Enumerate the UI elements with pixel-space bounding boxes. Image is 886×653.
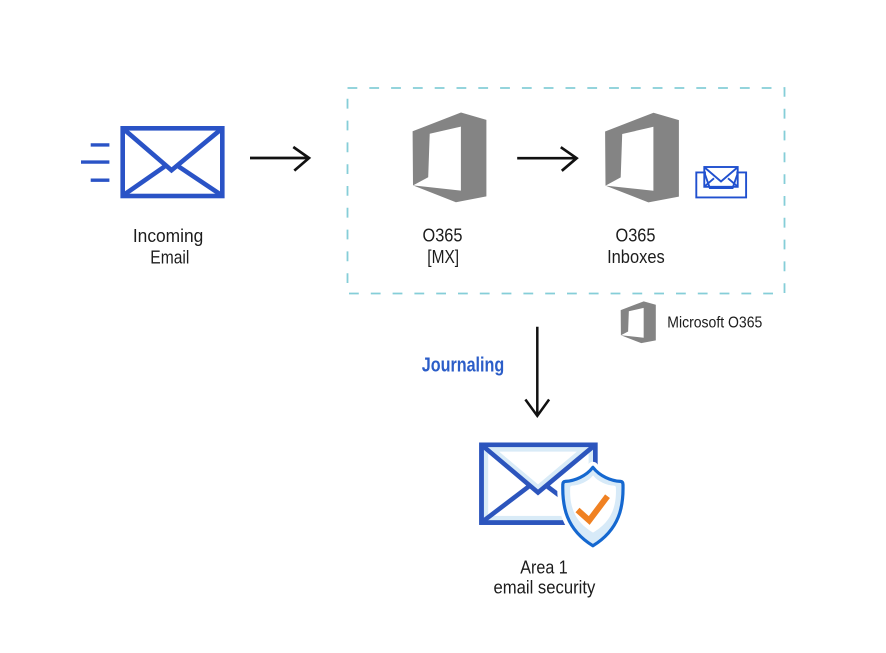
svg-text:O365: O365 [616,225,656,246]
svg-text:Area 1: Area 1 [520,556,567,577]
svg-text:Email: Email [150,246,189,267]
svg-text:[MX]: [MX] [427,246,459,267]
svg-text:Inboxes: Inboxes [607,246,665,267]
svg-text:O365: O365 [423,225,463,246]
svg-text:email security: email security [493,577,596,598]
svg-text:Journaling: Journaling [422,354,505,377]
svg-text:Incoming: Incoming [133,225,204,246]
svg-text:Microsoft O365: Microsoft O365 [667,315,762,332]
